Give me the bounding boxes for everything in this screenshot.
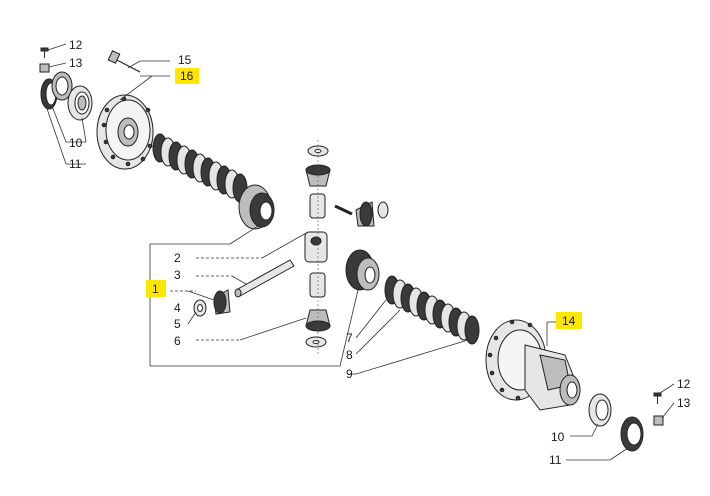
screw-12-left — [40, 47, 49, 58]
callout-12-right: 12 — [677, 377, 691, 391]
right-case-assembly — [345, 249, 664, 452]
differential-case-14 — [485, 319, 581, 411]
callout-5: 5 — [174, 317, 181, 331]
callout-16: 16 — [180, 69, 194, 83]
callout-14: 14 — [562, 314, 576, 328]
callout-8: 8 — [346, 348, 353, 362]
pinion-gear-right — [355, 201, 389, 227]
callout-7: 7 — [346, 331, 353, 345]
side-gear-right — [345, 249, 380, 291]
left-case-assembly — [39, 47, 275, 230]
pinion-gear-5 — [213, 289, 231, 315]
callout-11-right: 11 — [549, 453, 562, 467]
bearing-cup-11-right — [620, 416, 644, 452]
callout-3: 3 — [174, 268, 181, 282]
screw-12-right — [653, 392, 662, 404]
callout-14-highlight — [556, 312, 582, 329]
short-shaft-bottom — [309, 272, 326, 298]
short-shaft-top — [309, 193, 326, 219]
thrust-washer-4 — [193, 299, 207, 317]
center-spider-assembly — [193, 140, 389, 356]
clutch-disc-stack-left — [152, 133, 248, 203]
clutch-disc-stack-right — [384, 275, 480, 345]
callout-13-left: 13 — [69, 56, 83, 70]
callout-4: 4 — [174, 301, 181, 315]
callout-10-right: 10 — [551, 430, 565, 444]
callout-11-left: 11 — [69, 157, 82, 171]
callout-9: 9 — [346, 367, 353, 381]
callout-6: 6 — [174, 334, 181, 348]
cross-shaft-3 — [234, 259, 295, 298]
center-block — [304, 231, 328, 263]
lock-tab-13-left — [39, 63, 50, 73]
callout-2: 2 — [174, 251, 181, 265]
callout-12-left: 12 — [69, 38, 83, 52]
bearing-cup-11-left — [40, 71, 73, 110]
callout-13-right: 13 — [677, 396, 691, 410]
flange-case-16 — [96, 94, 154, 170]
callout-10-left: 10 — [69, 136, 83, 150]
callout-1: 1 — [152, 282, 159, 296]
pinion-gear-top — [305, 164, 331, 187]
callout-16-highlight — [175, 68, 199, 84]
side-gear-left — [238, 184, 275, 230]
bolt-15 — [107, 50, 141, 73]
callout-labels: 12 13 10 11 15 16 2 3 1 4 5 6 7 8 9 14 1… — [69, 38, 691, 467]
roll-pin — [334, 204, 353, 216]
lock-tab-13-right — [653, 415, 664, 426]
bearing-cone-10-right — [588, 393, 612, 427]
callout-1-highlight — [146, 280, 166, 297]
leader-lines — [43, 43, 675, 461]
callout-15: 15 — [178, 53, 192, 67]
bearing-cone-10-left — [67, 85, 93, 121]
